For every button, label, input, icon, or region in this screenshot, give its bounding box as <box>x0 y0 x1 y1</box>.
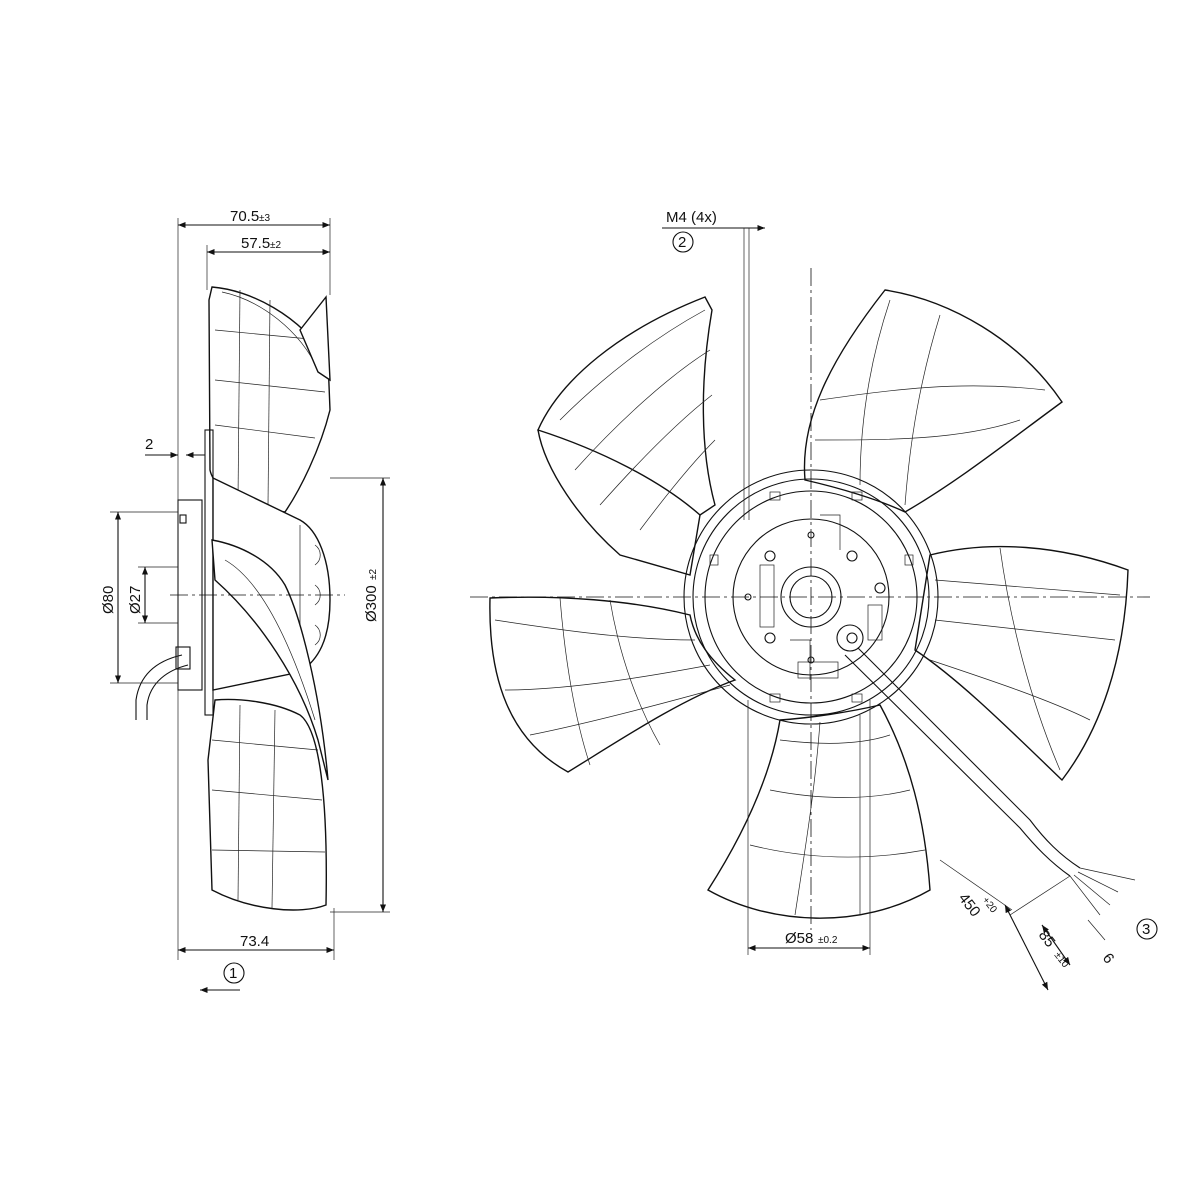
dim-shaft-dia: Ø27 <box>127 586 144 614</box>
dim-offset: 2 <box>145 436 153 453</box>
side-view: 70.5 ±3 57.5 ±2 2 Ø80 Ø27 Ø300 ±2 73.4 1 <box>100 208 390 994</box>
dim-blade-depth: 57.5 <box>241 235 270 252</box>
callout-3: 3 <box>1142 921 1150 938</box>
dim-line-strip-len <box>1041 924 1071 966</box>
front-blade-right <box>914 545 1129 782</box>
mount-hole-2 <box>846 550 858 562</box>
front-blade-upper-left-outer <box>537 296 716 516</box>
mount-hole-3 <box>764 632 776 644</box>
dim-overall-depth-tol: ±3 <box>259 213 270 224</box>
dim-fan-dia-tol: ±2 <box>368 569 379 580</box>
dim-strip-len: 85 <box>1035 927 1059 951</box>
hub-label-right <box>867 604 883 641</box>
dim-center-dia: Ø58 <box>785 930 813 947</box>
cable-gland <box>836 624 864 652</box>
side-middle-blade <box>211 539 329 781</box>
dim-cable-len: 450 <box>955 890 984 920</box>
dim-fan-dia: Ø300 <box>363 585 380 622</box>
front-wire-1 <box>1079 867 1136 881</box>
front-cable <box>857 647 1081 869</box>
front-blade-lower <box>707 704 931 919</box>
front-blades <box>489 289 1129 919</box>
dim-strip-len-tol: ±10 <box>1052 950 1071 970</box>
mount-hole-1 <box>764 550 776 562</box>
hub-label-bottom <box>797 661 839 679</box>
callout-2: 2 <box>678 234 686 251</box>
hub-label-left <box>759 564 775 628</box>
dim-overall-depth: 70.5 <box>230 208 259 225</box>
side-cable <box>135 654 183 720</box>
callout-1: 1 <box>229 965 237 982</box>
dim-wire-end: 6 <box>1099 950 1118 967</box>
side-lower-blade <box>207 698 327 911</box>
front-blade-upper-right <box>803 289 1063 513</box>
front-wire-2 <box>1077 871 1119 893</box>
front-blade-left <box>489 596 737 773</box>
front-view: M4 (4x) 2 Ø58 ±0.2 450 +20 85 ±10 6 3 <box>470 209 1158 991</box>
mount-hole-4 <box>846 632 858 644</box>
dim-cable-len-tol: +20 <box>980 895 999 915</box>
front-wire-3 <box>1073 874 1111 906</box>
thread-label: M4 (4x) <box>666 209 717 226</box>
callout-2-circle <box>672 231 694 253</box>
callout-3-circle <box>1136 918 1158 940</box>
dim-blade-depth-tol: ±2 <box>270 240 281 251</box>
dim-line-cable-len <box>1004 904 1049 991</box>
callout-1-circle <box>223 962 245 984</box>
dim-total-depth: 73.4 <box>240 933 269 950</box>
front-wire-4 <box>1069 875 1101 916</box>
side-upper-blade-tip <box>299 295 331 382</box>
dim-center-dia-tol: ±0.2 <box>818 935 838 946</box>
dim-hub-dia: Ø80 <box>100 586 117 614</box>
